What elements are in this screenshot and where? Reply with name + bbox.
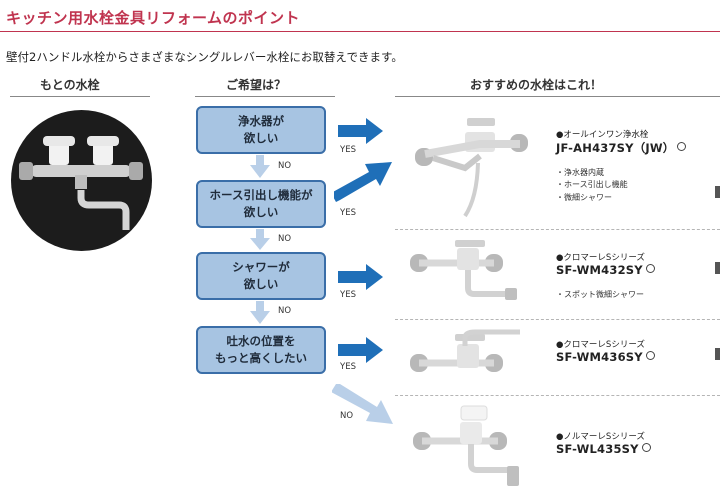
product-separator (395, 395, 720, 396)
question-box-higher-spout: 吐水の位置を もっと高くしたい (196, 326, 326, 374)
water-filter-faucet-image (415, 118, 528, 218)
arrow-down-icon (250, 229, 270, 250)
edge-mark (715, 186, 720, 198)
single-lever-faucet-image (410, 240, 517, 300)
feature-item: ・スポット微細シャワー (556, 290, 644, 299)
intro-text: 壁付2ハンドル水栓からさまざまなシングルレバー水栓にお取替えできます。 (6, 50, 403, 64)
col-rule-original (10, 96, 150, 97)
no-label: NO (278, 306, 292, 316)
feature-item: ・ホース引出し機能 (556, 180, 628, 190)
arrow-right-icon (338, 118, 383, 144)
certification-badge-icon (641, 443, 651, 452)
original-faucet-photo (11, 110, 152, 251)
no-label: NO (278, 234, 292, 244)
certification-badge-icon (677, 142, 687, 151)
edge-mark (715, 348, 720, 360)
arrow-down-icon (250, 155, 270, 178)
col-head-original: もとの水栓 (40, 78, 100, 92)
product-model: SF-WM436SY (556, 350, 655, 364)
product-model: SF-WM432SY (556, 263, 655, 277)
feature-item: ・浄水器内蔵 (556, 168, 604, 177)
col-rule-recommend (395, 96, 720, 97)
no-label: NO (340, 411, 354, 421)
certification-badge-icon (645, 351, 655, 360)
product-features: ・スポット微細シャワー (556, 289, 644, 301)
col-head-recommend: おすすめの水栓はこれ！ (470, 78, 603, 92)
arrow-right-icon (338, 264, 383, 290)
single-lever-faucet-image (413, 405, 519, 486)
page-title: キッチン用水栓金具リフォームのポイント (6, 9, 301, 27)
arrow-up-right-icon (334, 162, 392, 202)
arrow-down-icon (250, 301, 270, 324)
question-box-water-filter: 浄水器が 欲しい (196, 106, 326, 154)
question-box-shower: シャワーが 欲しい (196, 252, 326, 300)
product-features: ・浄水器内蔵 ・ホース引出し機能 ・微細シャワー (556, 167, 628, 204)
two-handle-faucet-icon (19, 136, 143, 230)
arrow-right-icon (338, 337, 383, 363)
product-model: SF-WL435SY (556, 442, 651, 456)
product-series: ●クロマーレSシリーズ (556, 253, 645, 263)
single-lever-faucet-image (410, 329, 520, 372)
yes-label: YES (340, 208, 356, 218)
certification-badge-icon (645, 264, 655, 273)
arrow-down-right-icon (332, 384, 393, 424)
product-separator (395, 319, 720, 320)
product-model: JF-AH437SY（JW） (556, 140, 687, 156)
feature-item: ・微細シャワー (556, 192, 612, 202)
yes-label: YES (340, 290, 356, 300)
col-rule-request (195, 96, 335, 97)
product-series: ●オールインワン浄水栓 (556, 130, 649, 140)
no-label: NO (278, 161, 292, 171)
title-divider (0, 31, 720, 32)
edge-mark (715, 262, 720, 274)
yes-label: YES (340, 362, 356, 372)
product-series: ●クロマーレSシリーズ (556, 340, 645, 350)
product-series: ●ノルマーレSシリーズ (556, 432, 645, 442)
yes-label: YES (340, 145, 356, 155)
product-separator (395, 229, 720, 230)
col-head-request: ご希望は？ (226, 78, 287, 92)
question-box-pullout-hose: ホース引出し機能が 欲しい (196, 180, 326, 228)
